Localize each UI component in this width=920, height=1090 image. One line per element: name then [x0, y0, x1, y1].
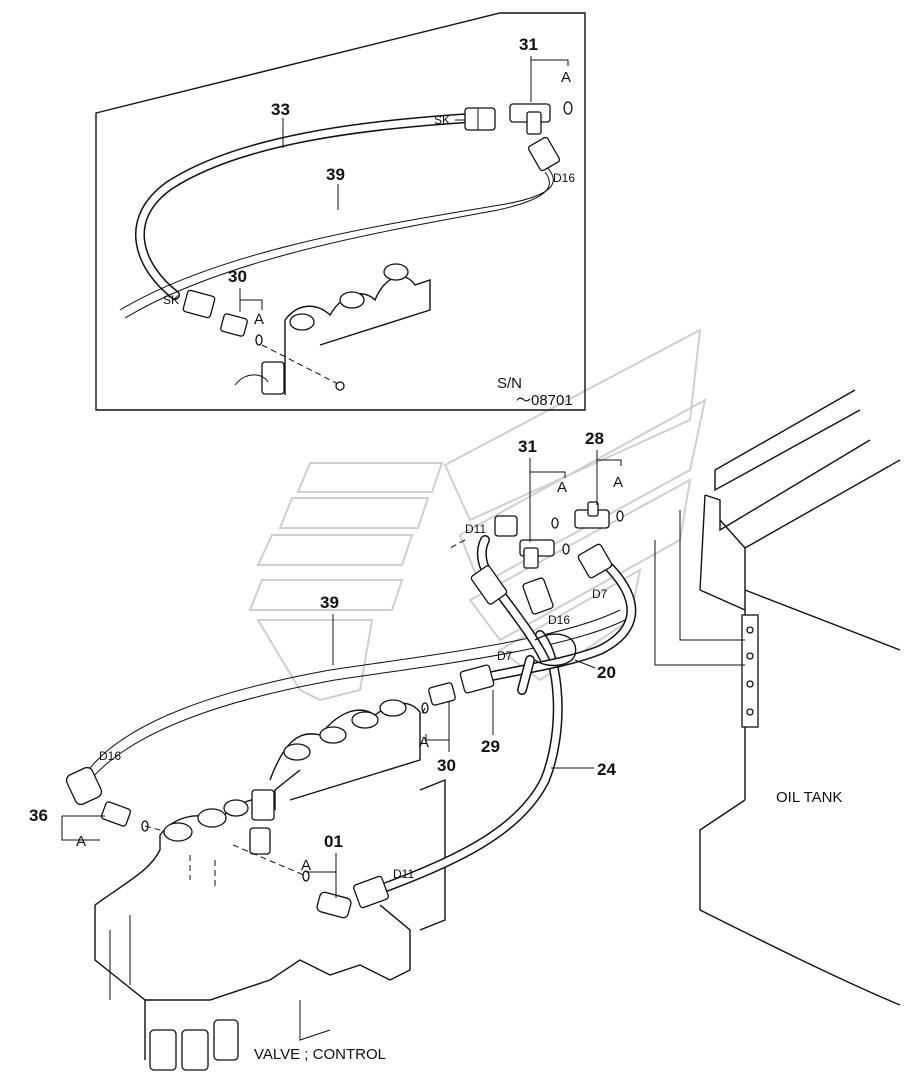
inset-adapter-30: [220, 313, 263, 346]
part-number-28: 28: [585, 429, 604, 448]
part-number-39-inset: 39: [326, 165, 345, 184]
elbow-d16-left: [65, 766, 103, 806]
hose-39: [89, 609, 626, 779]
elbow-fitting-01: [302, 870, 352, 919]
inset-hose-33: [135, 113, 475, 300]
part-number-30: 30: [437, 756, 456, 775]
inset-elbow-d16: [527, 136, 561, 172]
part-number-36: 36: [29, 806, 48, 825]
elbow-d16-mid: [522, 577, 554, 615]
part-number-01: 01: [324, 832, 343, 851]
fitting-29: [459, 664, 495, 694]
label-a-30: A: [419, 734, 429, 751]
part-number-30-inset: 30: [228, 267, 247, 286]
label-a-31: A: [557, 479, 567, 496]
inset-hose-39: [119, 164, 554, 319]
tee-fitting-28: [574, 501, 624, 529]
label-a-28: A: [613, 474, 623, 491]
control-valve-label: VALVE ; CONTROL: [254, 1046, 386, 1063]
label-sk-top: SK: [434, 113, 450, 127]
inset-tee-fitting-31: [509, 101, 573, 135]
part-number-31-inset: 31: [519, 35, 538, 54]
label-a-01: A: [301, 857, 311, 874]
adapter-36: [100, 801, 149, 832]
adapter-30: [421, 682, 456, 714]
label-d16-left: D16: [99, 749, 121, 763]
inset-frame: [95, 12, 586, 411]
part-number-31: 31: [518, 437, 537, 456]
label-d16-inset: D16: [553, 171, 575, 185]
watermark-logo: [248, 328, 707, 702]
inset-fitting-sk-left: [182, 289, 216, 319]
hose-d11-upper: [470, 535, 550, 665]
control-valve-body: [94, 699, 446, 1071]
part-number-20: 20: [597, 663, 616, 682]
part-number-29: 29: [481, 737, 500, 756]
label-d7-right: D7: [592, 587, 608, 601]
inset-valve-body: [234, 263, 431, 395]
serial-number-label: S/N: [497, 375, 522, 392]
part-number-39: 39: [320, 593, 339, 612]
label-d11-bottom: D11: [393, 867, 414, 881]
part-number-33-inset: 33: [271, 100, 290, 119]
label-a-inset-30: A: [254, 311, 264, 328]
label-d11-top: D11: [465, 522, 486, 536]
tee-fitting-31: [519, 517, 570, 569]
part-number-24: 24: [597, 760, 616, 779]
hose-clamp-20: [517, 633, 577, 695]
label-d16-mid: D16: [548, 613, 570, 627]
inset-fitting-sk-top: [464, 107, 496, 131]
label-sk-left: SK: [163, 293, 179, 307]
fitting-d11-top: [494, 515, 518, 537]
oil-tank: [654, 389, 901, 1006]
label-a-inset-31: A: [561, 69, 571, 86]
hose-24: [373, 630, 563, 895]
fitting-d11-bottom: [352, 875, 390, 909]
serial-number-range: ～08701: [516, 392, 573, 409]
label-d7-mid: D7: [497, 649, 513, 663]
label-a-36: A: [76, 833, 86, 850]
fitting-d7-right: [577, 543, 613, 579]
oil-tank-label: OIL TANK: [776, 789, 842, 806]
